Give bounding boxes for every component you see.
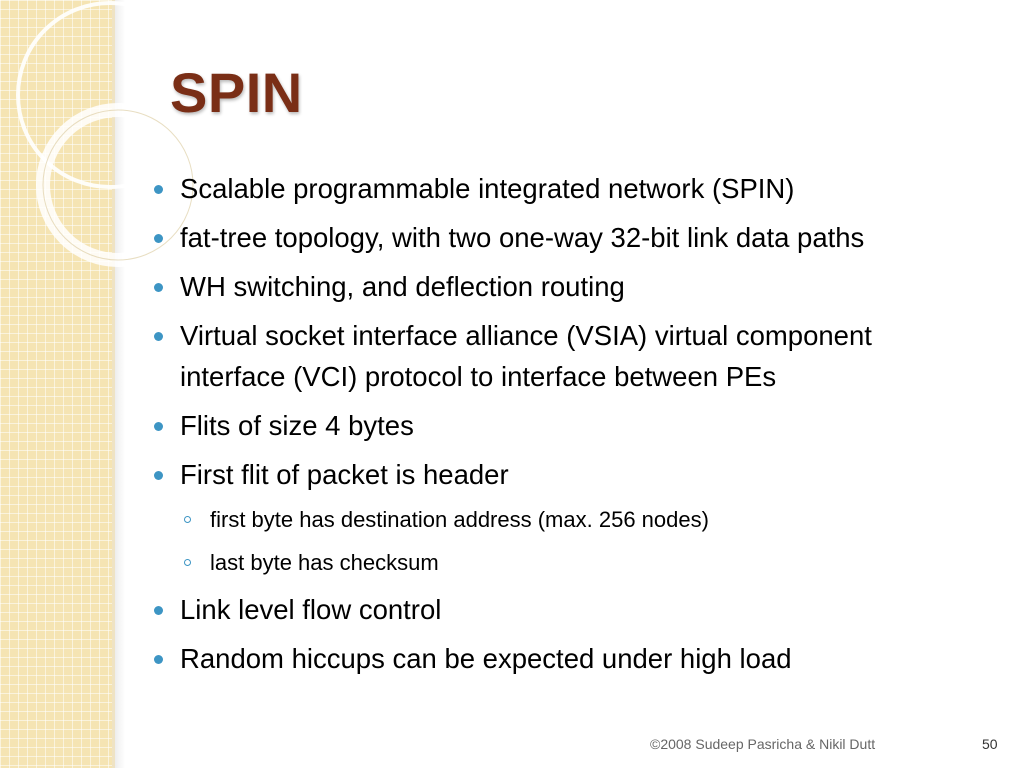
bullet-text: Scalable programmable integrated network…	[180, 173, 795, 204]
bullet-text: Link level flow control	[180, 594, 442, 625]
page-number: 50	[982, 736, 998, 752]
bullet-dot-icon	[154, 283, 163, 292]
bullet-text: Virtual socket interface alliance (VSIA)…	[180, 320, 872, 392]
sub-bullet-item: first byte has destination address (max.…	[150, 503, 970, 537]
bullet-dot-icon	[154, 234, 163, 243]
bullet-item: Scalable programmable integrated network…	[150, 168, 970, 209]
bullet-dot-icon	[154, 471, 163, 480]
bullet-dot-icon	[154, 332, 163, 341]
bullet-dot-icon	[154, 185, 163, 194]
bullet-item: First flit of packet is header	[150, 454, 970, 495]
bullet-item: Link level flow control	[150, 589, 970, 630]
bullet-text: First flit of packet is header	[180, 459, 509, 490]
bullet-dot-icon	[154, 606, 163, 615]
bullet-text: Flits of size 4 bytes	[180, 410, 414, 441]
bullet-text: fat-tree topology, with two one-way 32-b…	[180, 222, 865, 253]
sub-bullet-ring-icon	[184, 516, 191, 523]
sub-bullet-item: last byte has checksum	[150, 546, 970, 580]
bullet-item: Flits of size 4 bytes	[150, 405, 970, 446]
sub-bullet-text: last byte has checksum	[210, 550, 439, 575]
sub-bullet-ring-icon	[184, 559, 191, 566]
bullet-item: Random hiccups can be expected under hig…	[150, 638, 970, 679]
sub-bullet-text: first byte has destination address (max.…	[210, 507, 709, 532]
bullet-list: Scalable programmable integrated network…	[150, 168, 970, 687]
bullet-dot-icon	[154, 422, 163, 431]
side-panel-shadow	[115, 0, 125, 768]
footer-credit: ©2008 Sudeep Pasricha & Nikil Dutt	[650, 736, 876, 752]
side-panel-edge	[112, 0, 115, 768]
bullet-dot-icon	[154, 655, 163, 664]
bullet-item: Virtual socket interface alliance (VSIA)…	[150, 315, 970, 397]
bullet-item: fat-tree topology, with two one-way 32-b…	[150, 217, 970, 258]
bullet-text: WH switching, and deflection routing	[180, 271, 625, 302]
slide-title: SPIN	[170, 61, 303, 124]
decorative-side-panel	[0, 0, 112, 768]
bullet-item: WH switching, and deflection routing	[150, 266, 970, 307]
bullet-text: Random hiccups can be expected under hig…	[180, 643, 792, 674]
